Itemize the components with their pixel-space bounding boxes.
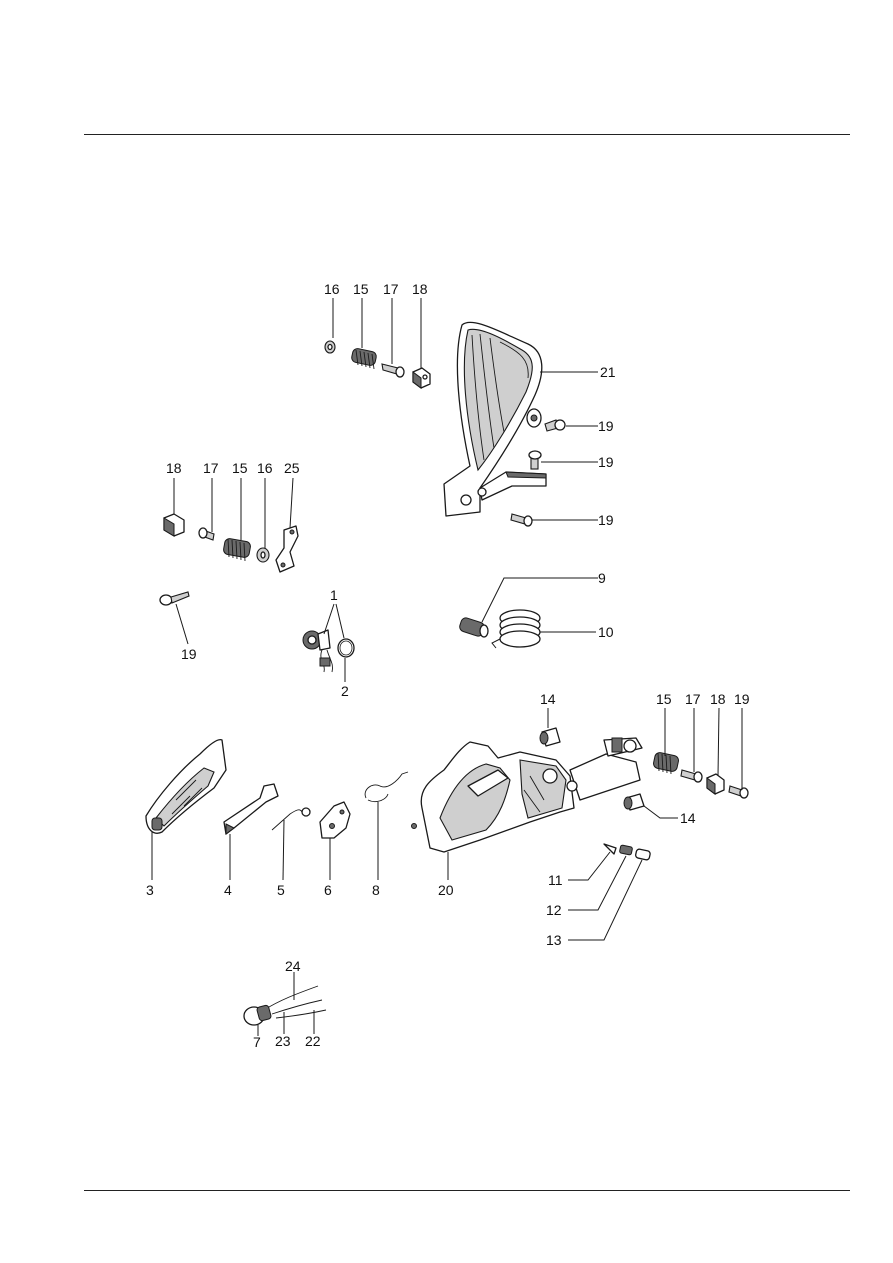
nut-18-left xyxy=(163,513,185,537)
bushing-9 xyxy=(459,617,489,638)
callout-8: 8 xyxy=(372,882,380,898)
spring-parts: 9 10 xyxy=(459,570,614,649)
trigger-lever-4: 4 xyxy=(223,783,279,898)
nut-18-rear xyxy=(706,773,725,795)
footer-rule xyxy=(84,1190,850,1191)
callout-4: 4 xyxy=(224,882,232,898)
callout-18-top: 18 xyxy=(412,281,428,297)
switch-assembly: 1 2 xyxy=(302,587,355,699)
small-parts: 11 12 13 xyxy=(546,843,651,948)
spring-8: 8 xyxy=(364,771,409,898)
callout-17-top: 17 xyxy=(383,281,399,297)
callout-17-left: 17 xyxy=(203,460,219,476)
screw-17-rear xyxy=(680,769,703,783)
leaders-left-cluster xyxy=(173,477,294,548)
callout-15-rear: 15 xyxy=(656,691,672,707)
washer-16-left xyxy=(256,547,270,563)
cap-14-top xyxy=(539,727,561,747)
lever-6: 6 xyxy=(319,801,351,898)
callout-2: 2 xyxy=(341,683,349,699)
callout-19-c: 19 xyxy=(598,512,614,528)
callout-9: 9 xyxy=(598,570,606,586)
plate-25 xyxy=(275,525,299,573)
header-rule xyxy=(84,134,850,135)
callout-13: 13 xyxy=(546,932,562,948)
front-handle-bar-21: 21 xyxy=(443,321,616,517)
callout-19-a: 19 xyxy=(598,418,614,434)
callout-3: 3 xyxy=(146,882,154,898)
callout-19-b: 19 xyxy=(598,454,614,470)
callout-14-right: 14 xyxy=(680,810,696,826)
spring-15-rear xyxy=(653,752,679,775)
callout-17-rear: 17 xyxy=(685,691,701,707)
leaders-top-cluster xyxy=(332,298,422,368)
callout-11: 11 xyxy=(548,872,563,888)
rear-top-parts: 14 15 17 18 19 xyxy=(539,691,750,799)
callout-7: 7 xyxy=(253,1034,261,1050)
callout-21: 21 xyxy=(600,364,616,380)
callout-5: 5 xyxy=(277,882,285,898)
screw-19-left: 19 xyxy=(159,591,197,662)
pin-11 xyxy=(603,843,617,855)
callout-19-rear: 19 xyxy=(734,691,750,707)
callout-18-rear: 18 xyxy=(710,691,726,707)
screw-19-b: 19 xyxy=(528,450,614,470)
screw-19-c: 19 xyxy=(510,512,614,528)
ring-2 xyxy=(337,638,355,658)
callout-22: 22 xyxy=(305,1033,321,1049)
callout-18-left: 18 xyxy=(166,460,182,476)
trigger-housing-3: 3 xyxy=(145,738,227,898)
spring-15-left xyxy=(223,538,251,562)
cap-14-right: 14 xyxy=(623,793,696,826)
switch-1 xyxy=(302,629,333,673)
rear-handle-housing-20: 20 xyxy=(411,737,643,898)
spring-12 xyxy=(619,844,633,856)
callout-24: 24 xyxy=(285,958,301,974)
callout-23: 23 xyxy=(275,1033,291,1049)
coil-spring-10 xyxy=(491,609,541,649)
callout-19-left: 19 xyxy=(181,646,197,662)
spring-15-top xyxy=(351,348,377,370)
left-cluster-parts: 18 17 15 16 25 xyxy=(163,460,300,573)
callout-16-left: 16 xyxy=(257,460,273,476)
screw-19-a: 19 xyxy=(544,418,614,434)
callout-20: 20 xyxy=(438,882,454,898)
callout-6: 6 xyxy=(324,882,332,898)
callout-12: 12 xyxy=(546,902,562,918)
screw-17-left xyxy=(198,527,215,541)
callout-25: 25 xyxy=(284,460,300,476)
cable-end-7 xyxy=(243,1004,272,1026)
callout-16-top: 16 xyxy=(324,281,340,297)
nut-18-top xyxy=(412,367,431,389)
screw-19-rear xyxy=(728,785,749,799)
spring-5: 5 xyxy=(271,807,311,898)
callout-15-top: 15 xyxy=(353,281,369,297)
callout-14-top: 14 xyxy=(540,691,556,707)
callout-1: 1 xyxy=(330,587,338,603)
cable-assembly: 24 7 23 22 xyxy=(243,958,327,1050)
plug-13 xyxy=(635,848,651,861)
top-cluster-parts: 16 15 17 18 xyxy=(324,281,431,389)
callout-10: 10 xyxy=(598,624,614,640)
screw-17-top xyxy=(381,363,405,378)
callout-15-left: 15 xyxy=(232,460,248,476)
